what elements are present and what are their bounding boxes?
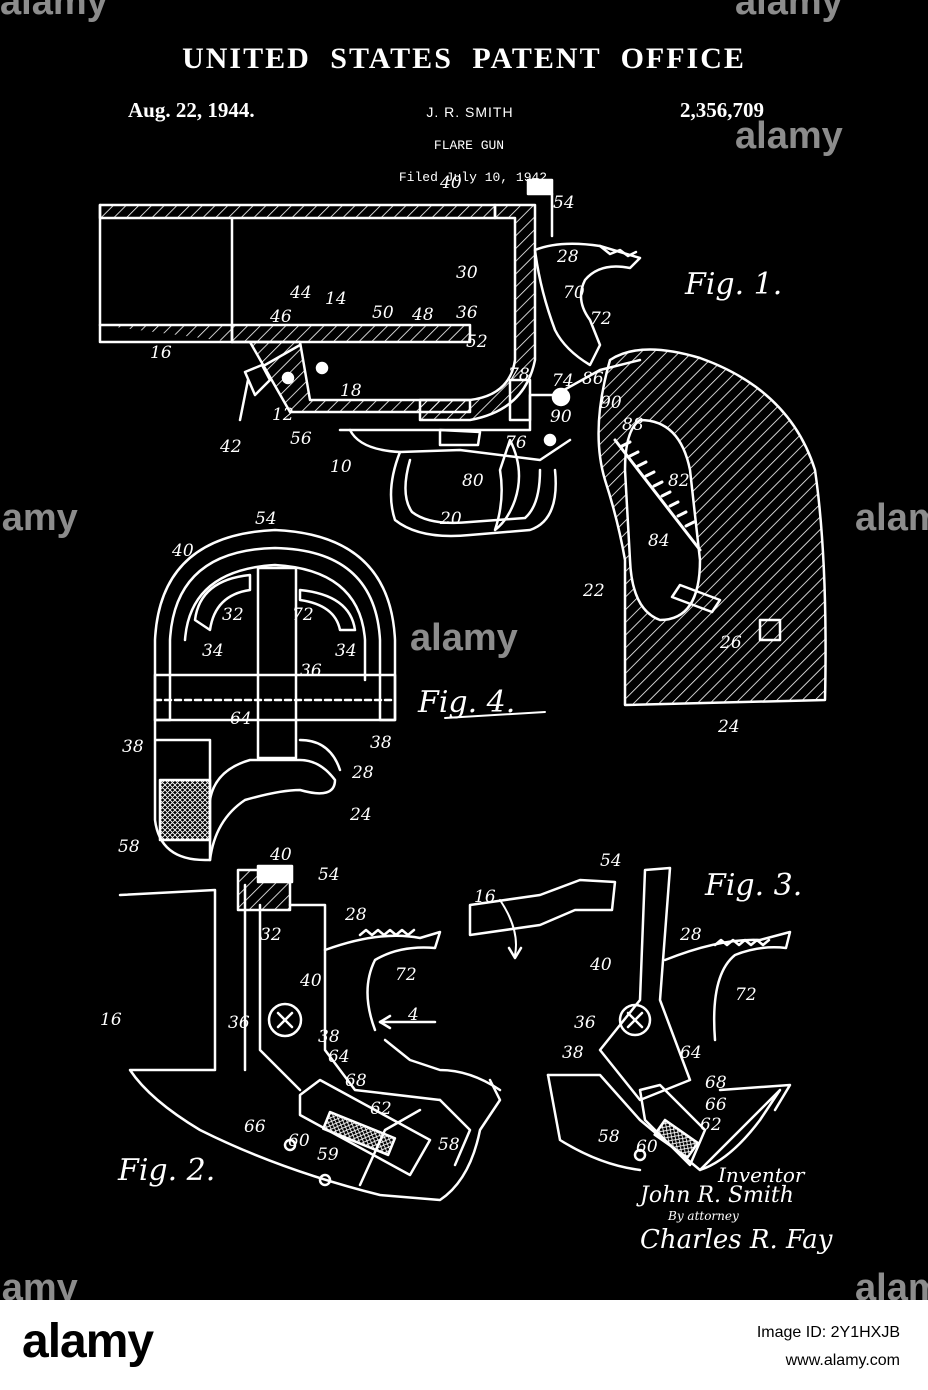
fig2-label: 59 [317,1145,339,1165]
fig1-label: 12 [272,405,294,425]
image-id: Image ID: 2Y1HXJB [757,1324,900,1342]
fig1-label: 74 [552,371,574,391]
fig3-label: 62 [700,1115,722,1135]
watermark-text: alamy [855,1267,928,1300]
fig4-label: 72 [292,605,314,625]
fig1-label: 14 [325,289,347,309]
signature-attorney: Charles R. Fay [640,1225,833,1255]
fig3-label: 60 [636,1137,658,1157]
fig1-label: 20 [439,509,462,529]
fig2-label: 54 [318,865,340,885]
fig2-label: 58 [438,1135,460,1155]
figure-2-caption: Fig. 2. [117,1153,215,1188]
fig1-label: 56 [290,429,312,449]
fig1-label: 26 [719,633,742,653]
fig4-label: 38 [370,733,392,753]
patent-drawings: 40 54 28 30 70 72 36 14 44 46 50 48 52 1… [0,0,928,1300]
fig1-label: 48 [411,305,434,325]
signature-inventor: John R. Smith [636,1183,794,1208]
fig2-label: 64 [328,1047,350,1067]
fig1-label: 36 [456,303,478,323]
fig1-label: 88 [622,415,644,435]
fig2-label: 68 [345,1071,367,1091]
fig3-label: 66 [705,1095,727,1115]
fig1-label: 76 [505,433,527,453]
watermark-text: alamy [735,0,843,23]
watermark-text: alamy [0,0,108,23]
figure-3-drawing [470,868,790,1170]
fig1-label: 30 [456,263,478,283]
fig1-label: 42 [219,437,242,457]
signature-block: Inventor John R. Smith By attorney Charl… [636,1163,833,1255]
fig3-label: 28 [679,925,702,945]
fig1-label: 28 [556,247,579,267]
fig2-label: 40 [299,971,322,991]
fig1-label: 50 [372,303,394,323]
fig2-label: 66 [244,1117,266,1137]
fig1-label: 82 [668,471,690,491]
fig1-label: 52 [466,332,488,352]
fig3-label: 64 [680,1043,702,1063]
fig4-label: 24 [349,805,372,825]
fig2-label: 40 [269,845,292,865]
fig1-label: 78 [508,365,530,385]
fig3-label: 40 [589,955,612,975]
watermark-text: alamy [0,497,78,539]
fig1-label: 86 [582,369,604,389]
fig1-label: 18 [340,381,362,401]
fig1-label: 24 [717,717,740,737]
fig4-label: 28 [351,763,374,783]
figure-3-caption: Fig. 3. [704,868,802,903]
fig4-label: 34 [202,641,224,661]
fig4-label: 64 [230,709,252,729]
signature-by: By attorney [667,1209,739,1223]
fig1-label: 40 [439,173,462,193]
fig4-label: 32 [222,605,244,625]
fig1-label: 84 [648,531,670,551]
fig2-label: 60 [288,1131,310,1151]
fig2-label: 16 [100,1010,122,1030]
fig1-label: 90 [550,407,572,427]
fig3-label: 54 [600,851,622,871]
footer-logo: alamy [22,1314,153,1369]
fig2-label: 38 [318,1027,340,1047]
fig1-label: 80 [462,471,484,491]
fig4-label: 58 [118,837,140,857]
fig3-label: 68 [705,1073,727,1093]
fig2-label: 36 [228,1013,250,1033]
watermark-text: alamy [0,1267,78,1300]
fig1-label: 44 [289,283,312,303]
fig1-label: 46 [269,307,292,327]
fig1-label: 90 [600,393,622,413]
fig4-label: 54 [255,509,277,529]
watermark-text: alamy [855,497,928,539]
footer-url[interactable]: www.alamy.com [786,1352,900,1370]
fig2-label: 72 [395,965,417,985]
fig2-label: 28 [344,905,367,925]
fig1-label: 22 [582,581,605,601]
fig1-label: 16 [150,343,172,363]
fig2-label: 4 [407,1005,419,1025]
fig1-label: 72 [590,309,612,329]
fig3-label: 58 [598,1127,620,1147]
fig3-label: 36 [574,1013,596,1033]
fig1-label: 70 [563,283,585,303]
watermark-text: alamy [735,115,843,157]
fig3-label: 38 [562,1043,584,1063]
figure-1-caption: Fig. 1. [684,267,782,302]
fig3-label: 16 [474,887,496,907]
fig4-label: 34 [335,641,357,661]
fig2-label: 62 [370,1099,392,1119]
fig3-label: 72 [735,985,757,1005]
fig1-label: 10 [330,457,352,477]
fig4-label: 40 [171,541,194,561]
patent-sheet: UNITED STATES PATENT OFFICE Aug. 22, 194… [0,0,928,1300]
fig4-label: 38 [122,737,144,757]
fig4-label: 36 [300,661,322,681]
stock-footer: alamy Image ID: 2Y1HXJB www.alamy.com [0,1300,928,1390]
watermark-text: alamy [410,617,518,659]
fig1-label: 54 [553,193,575,213]
fig2-label: 32 [260,925,282,945]
